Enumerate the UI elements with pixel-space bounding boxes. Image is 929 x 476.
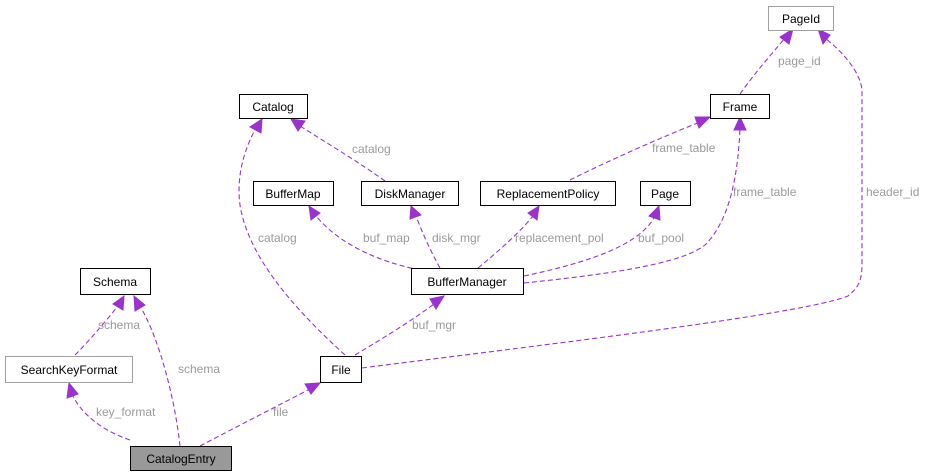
edge-label-frame-table-replacement: frame_table bbox=[652, 141, 716, 155]
edge-label-key-format: key_format bbox=[96, 405, 156, 419]
edge-label-disk-mgr: disk_mgr bbox=[432, 231, 481, 245]
node-pageid[interactable]: PageId bbox=[768, 6, 834, 31]
edge-label-buf-map: buf_map bbox=[363, 231, 410, 245]
edge-label-schema-catalogentry: schema bbox=[178, 362, 220, 376]
node-label-diskmanager: DiskManager bbox=[375, 187, 446, 201]
edge-catalog-file: catalog bbox=[238, 118, 346, 356]
edge-buf-pool: buf_pool bbox=[523, 204, 684, 277]
node-schema[interactable]: Schema bbox=[80, 268, 151, 295]
edge-schema-catalogentry: schema bbox=[133, 294, 220, 447]
edge-buf-map: buf_map bbox=[308, 204, 421, 271]
node-diskmanager[interactable]: DiskManager bbox=[361, 181, 459, 206]
node-catalogentry[interactable]: CatalogEntry bbox=[130, 446, 232, 471]
edge-file: file bbox=[199, 382, 322, 447]
edge-label-buf-mgr: buf_mgr bbox=[412, 318, 456, 332]
node-label-catalog: Catalog bbox=[252, 100, 293, 114]
edge-key-format: key_format bbox=[66, 381, 156, 441]
edge-page-id: page_id bbox=[739, 27, 821, 95]
node-label-buffermanager: BufferManager bbox=[427, 275, 506, 289]
edge-label-schema-searchkeyformat: schema bbox=[98, 318, 140, 332]
edge-buf-mgr: buf_mgr bbox=[354, 295, 456, 356]
node-catalog[interactable]: Catalog bbox=[239, 94, 308, 119]
edge-label-file: file bbox=[273, 405, 289, 419]
edge-catalog-diskmanager: catalog bbox=[290, 118, 391, 182]
edge-header-id: header_id bbox=[361, 28, 919, 369]
edge-label-header-id: header_id bbox=[866, 185, 919, 199]
node-label-file: File bbox=[331, 363, 351, 377]
edge-label-buf-pool: buf_pool bbox=[638, 231, 684, 245]
node-file[interactable]: File bbox=[320, 356, 362, 383]
edge-replacement-pol: replacement_pol bbox=[477, 204, 604, 269]
node-label-schema: Schema bbox=[93, 275, 137, 289]
node-page[interactable]: Page bbox=[640, 181, 691, 206]
node-label-catalogentry: CatalogEntry bbox=[146, 452, 215, 466]
edge-schema-searchkeyformat: schema bbox=[74, 294, 140, 356]
node-buffermanager[interactable]: BufferManager bbox=[411, 268, 524, 295]
node-label-frame: Frame bbox=[723, 100, 758, 114]
node-label-page: Page bbox=[651, 187, 679, 201]
edge-label-page-id: page_id bbox=[778, 54, 821, 68]
node-label-searchkeyformat: SearchKeyFormat bbox=[21, 363, 118, 377]
edge-frame-table-buffermanager: frame_table bbox=[523, 115, 797, 284]
node-replacementpolicy[interactable]: ReplacementPolicy bbox=[480, 181, 616, 206]
edge-frame-table-replacement: frame_table bbox=[569, 116, 716, 181]
edge-label-replacement-pol: replacement_pol bbox=[515, 231, 604, 245]
node-searchkeyformat[interactable]: SearchKeyFormat bbox=[5, 356, 133, 383]
edge-label-catalog-diskmanager: catalog bbox=[352, 142, 391, 156]
node-label-replacementpolicy: ReplacementPolicy bbox=[497, 187, 600, 201]
node-buffermap[interactable]: BufferMap bbox=[253, 181, 334, 206]
edge-disk-mgr: disk_mgr bbox=[409, 204, 481, 269]
edge-label-catalog-file: catalog bbox=[258, 231, 297, 245]
node-label-buffermap: BufferMap bbox=[265, 187, 320, 201]
node-frame[interactable]: Frame bbox=[710, 94, 770, 119]
edge-label-frame-table-buffermanager: frame_table bbox=[733, 185, 797, 199]
node-label-pageid: PageId bbox=[782, 12, 820, 26]
